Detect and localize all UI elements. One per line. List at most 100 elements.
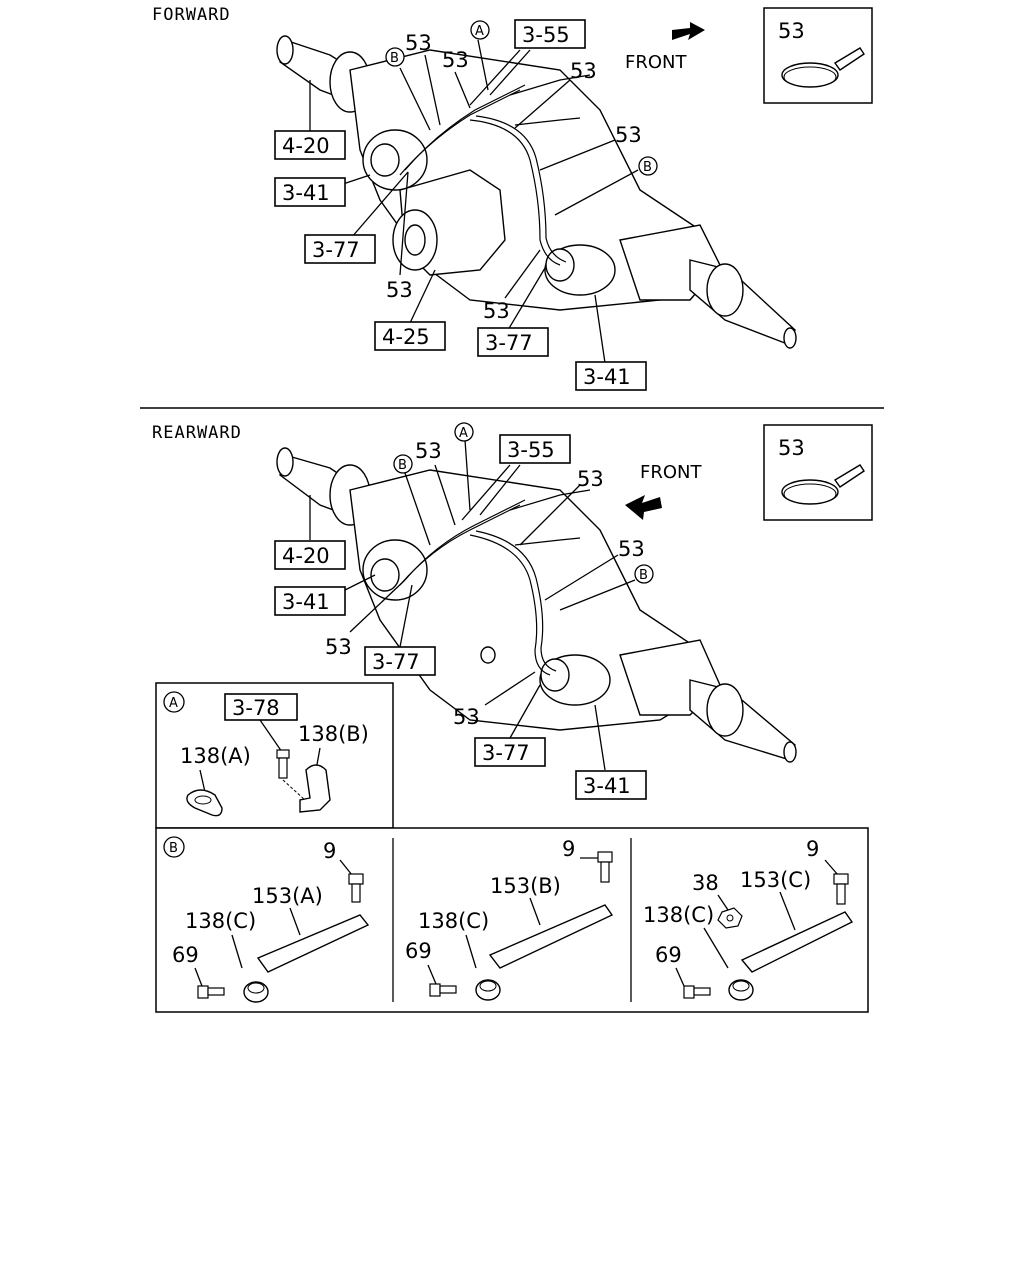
rearward-part-label: 53 [577,467,604,491]
rearward-marker-b-right: B [634,564,654,584]
part-label-69: 69 [655,943,682,967]
bracket-153b-icon [488,904,614,969]
forward-part-label: 53 [483,299,510,323]
bolt-69-icon [429,983,457,997]
rearward-ref-3-55: 3-55 [499,434,571,464]
rearward-part-label: 53 [325,635,352,659]
part-label-138c: 138(C) [643,903,714,927]
forward-ref-3-41-right: 3-41 [575,361,647,391]
clip-138a-icon [186,789,223,817]
rearward-marker-b-left: B [393,454,413,474]
rearward-ref-3-41-left: 3-41 [274,586,346,616]
bolt-9-icon [348,873,364,903]
detail-a-panel: A 3-78 138(A) 138(B) [155,682,394,829]
svg-text:4-25: 4-25 [382,325,430,349]
svg-text:4-20: 4-20 [282,134,330,158]
svg-text:3-77: 3-77 [372,650,420,674]
clip-138b-icon [299,764,331,813]
bolt-9-icon [833,873,849,905]
detail-b-panel: B 9 153(A) 138(C) 69 9 1 [155,827,869,1013]
part-label-138c: 138(C) [418,909,489,933]
nut-38-icon [717,907,743,929]
forward-axle-drawing [276,35,797,364]
forward-part-label: 53 [615,123,642,147]
forward-front-arrow-icon [672,22,705,40]
forward-front-label: FRONT [625,52,687,73]
svg-text:B: B [643,160,652,175]
svg-text:53: 53 [778,19,805,43]
forward-ref-3-77-left: 3-77 [304,234,376,264]
rearward-ref-4-20: 4-20 [274,540,346,570]
detail-b-panel-1: 9 153(A) 138(C) 69 [172,839,370,1003]
svg-text:3-41: 3-41 [583,365,631,389]
svg-text:3-41: 3-41 [282,181,330,205]
svg-text:3-77: 3-77 [312,238,360,262]
clip-138c-icon [475,979,501,1001]
svg-text:3-77: 3-77 [482,741,530,765]
rearward-clamp-detail: 53 [763,424,873,521]
svg-text:4-20: 4-20 [282,544,330,568]
clip-138c-icon [728,979,754,1001]
svg-text:3-55: 3-55 [507,438,555,462]
part-label-69: 69 [405,939,432,963]
part-label-153a: 153(A) [252,884,323,908]
svg-text:3-41: 3-41 [583,774,631,798]
part-label-153b: 153(B) [490,874,561,898]
forward-ref-4-20: 4-20 [274,130,346,160]
rearward-ref-3-77-left: 3-77 [364,646,436,676]
forward-part-label: 53 [386,278,413,302]
detail-b-marker: B [169,841,178,856]
bolt-icon [276,749,290,779]
bolt-9-icon [597,851,613,883]
rearward-section: REARWARD [152,422,873,800]
part-label-38: 38 [692,871,719,895]
svg-text:B: B [398,458,407,473]
part-label-153c: 153(C) [740,868,811,892]
rearward-front-arrow-icon [625,495,662,520]
rearward-part-label: 53 [453,705,480,729]
rearward-part-label: 53 [415,439,442,463]
detail-a-marker: A [169,696,178,711]
detail-a-ref-3-78: 3-78 [224,693,298,721]
rearward-front-label: FRONT [640,462,702,483]
forward-marker-b-left: B [385,47,405,67]
svg-text:3-77: 3-77 [485,331,533,355]
part-label-138c: 138(C) [185,909,256,933]
bracket-153c-icon [740,911,854,973]
clip-138c-icon [243,981,269,1003]
part-label-69: 69 [172,943,199,967]
forward-ref-4-25: 4-25 [374,321,446,351]
rearward-ref-3-77-right: 3-77 [474,737,546,767]
forward-marker-b-right: B [638,156,658,176]
rearward-axle-drawing [276,439,797,771]
forward-part-label: 53 [405,31,432,55]
part-label-9: 9 [806,837,819,861]
rearward-marker-a: A [454,422,474,442]
rearward-ref-3-41-right: 3-41 [575,770,647,800]
detail-b-panel-3: 9 38 153(C) 138(C) 69 [643,837,854,1001]
forward-marker-a: A [470,20,490,40]
forward-part-label: 53 [570,59,597,83]
part-label-9: 9 [323,839,336,863]
svg-text:3-55: 3-55 [522,23,570,47]
part-label-138b: 138(B) [298,722,369,746]
detail-b-panel-2: 9 153(B) 138(C) 69 [405,837,614,1001]
bolt-69-icon [683,985,711,999]
forward-clamp-detail: 53 [763,7,873,104]
rearward-title: REARWARD [152,423,242,443]
forward-ref-3-77-right: 3-77 [477,327,549,357]
forward-title: FORWARD [152,5,231,25]
bracket-153a-icon [256,914,370,973]
svg-text:B: B [639,568,648,583]
part-label-138a: 138(A) [180,744,251,768]
forward-ref-3-41-left: 3-41 [274,177,346,207]
forward-ref-3-55: 3-55 [514,19,586,49]
svg-text:A: A [475,24,484,39]
forward-part-label: 53 [442,48,469,72]
svg-text:53: 53 [778,436,805,460]
bolt-69-icon [197,985,225,999]
forward-section: FORWARD [152,5,873,391]
svg-text:B: B [390,51,399,66]
svg-text:3-78: 3-78 [232,696,280,720]
